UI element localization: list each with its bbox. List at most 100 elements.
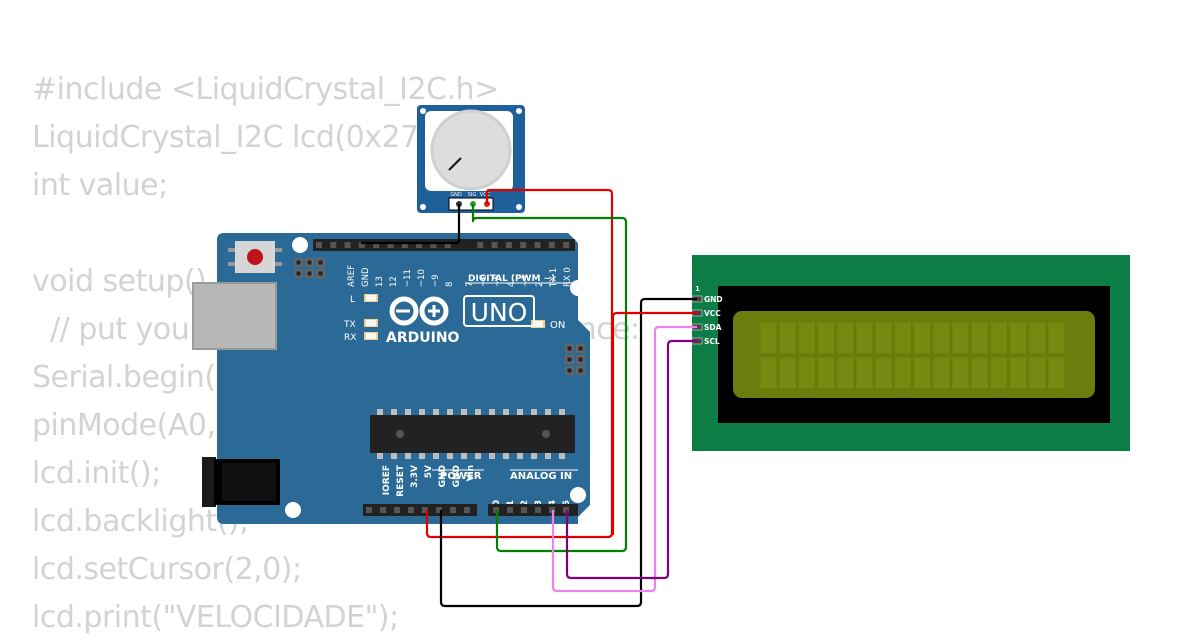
led-tx-label: TX (343, 320, 356, 330)
digital-pin-label: ~11 (403, 269, 413, 287)
header-hole (477, 242, 484, 248)
digital-pin-label: ~9 (431, 274, 441, 287)
header-hole (436, 507, 442, 513)
lcd-char-cell (798, 321, 816, 355)
lcd-char-cell (951, 356, 970, 390)
lcd-pin-label: SCL (704, 337, 720, 346)
header-hole (534, 242, 541, 248)
pot-pin-label: VCC (480, 192, 491, 198)
power-pin-label: 5V (424, 465, 434, 478)
wire-pot-sig (471, 204, 628, 553)
mounting-hole (570, 280, 586, 296)
header-hole (430, 242, 437, 248)
header-hole (394, 507, 400, 513)
lcd-char-cell (932, 321, 951, 355)
lcd-char-cell (932, 356, 951, 390)
power-pin-label: GND (438, 465, 448, 487)
lcd-char-cell (1028, 321, 1047, 355)
code-line: #include <LiquidCrystal_I2C.h> (32, 72, 499, 107)
mounting-hole (292, 237, 308, 253)
header-hole (535, 507, 541, 513)
wire-lcd-vcc (611, 311, 697, 535)
header-hole (505, 242, 512, 248)
lcd-char-cell (874, 356, 893, 390)
arduino-logo: UNO ARDUINO (386, 295, 535, 346)
power-header (363, 504, 477, 516)
pot-knob[interactable] (430, 109, 512, 191)
header-hole (507, 507, 513, 513)
digital-pin-label: GND (361, 267, 371, 287)
model-label: UNO (471, 298, 528, 327)
header-hole (444, 242, 451, 248)
lcd-char-cell (990, 321, 1008, 355)
digital-pin-label: 7 (465, 282, 475, 287)
digital-pin-label: 13 (375, 276, 385, 287)
code-line: lcd.backlight(); (32, 504, 249, 539)
lcd-char-cell (1009, 356, 1027, 390)
digital-header-label: DIGITAL (PWM ~) (468, 274, 555, 284)
lcd-char-cell (855, 356, 874, 390)
lcd-char-cell (1028, 356, 1047, 390)
lcd-char-cell (970, 356, 989, 390)
digital-pin-label: 12 (389, 276, 399, 287)
lcd-char-cell (759, 356, 778, 390)
power-header-label: POWER (440, 471, 482, 482)
lcd-char-cell (1009, 321, 1027, 355)
led-tx: TX (343, 319, 378, 330)
lcd-pin-label: SDA (704, 323, 722, 332)
mounting-hole (285, 502, 301, 518)
analog-header-label: ANALOG IN (510, 471, 572, 482)
header-hole (387, 242, 394, 248)
header-hole (373, 242, 380, 248)
lcd-char-cell (951, 321, 970, 355)
bottom-header-holes (366, 507, 569, 513)
lcd-char-cell (990, 356, 1008, 390)
digital-pin-label: 2 (535, 282, 545, 287)
lcd-char-cell (778, 321, 797, 355)
wires (361, 188, 697, 608)
pot-pointer (448, 157, 462, 171)
header-hole (416, 242, 423, 248)
wire-pot-gnd (361, 204, 461, 245)
code-line: lcd.print("VELOCIDADE"); (32, 600, 399, 635)
lcd-char-cell (894, 356, 912, 390)
atmega-chip (370, 409, 575, 459)
lcd-char-cell (1047, 321, 1066, 355)
brand-label: ARDUINO (386, 330, 460, 346)
power-pin-label: Vin (466, 465, 476, 481)
lcd-char-cell (798, 356, 816, 390)
header-hole (366, 507, 372, 513)
mounting-hole (570, 487, 586, 503)
digital-pin-label: RX 0 (563, 267, 573, 287)
digital-pin-label: AREF (347, 265, 357, 287)
header-hole (491, 242, 498, 248)
lcd-char-cell (817, 321, 835, 355)
lcd-char-cell (778, 356, 797, 390)
wire-lcd-scl (565, 339, 697, 580)
lcd-character-grid (759, 321, 1066, 390)
led-l: L (350, 294, 378, 305)
lcd-pin-label: GND (704, 295, 723, 304)
digital-pin-label: ~3 (521, 274, 531, 287)
lcd-char-cell (855, 321, 874, 355)
power-pin-label: 3.3V (410, 465, 420, 488)
header-hole (380, 507, 386, 513)
header-hole (563, 242, 570, 248)
header-hole (548, 242, 555, 248)
header-hole (450, 507, 456, 513)
power-pin-label: IOREF (382, 465, 392, 495)
led-l-label: L (350, 295, 355, 305)
digital-pin-label: ~6 (479, 274, 489, 287)
lcd-pin1-label: 1 (695, 285, 700, 293)
reset-button[interactable] (228, 241, 282, 273)
header-hole (330, 242, 337, 248)
lcd-char-cell (874, 321, 893, 355)
minus-icon (396, 309, 410, 313)
lcd-char-cell (836, 356, 855, 390)
header-hole (422, 507, 428, 513)
